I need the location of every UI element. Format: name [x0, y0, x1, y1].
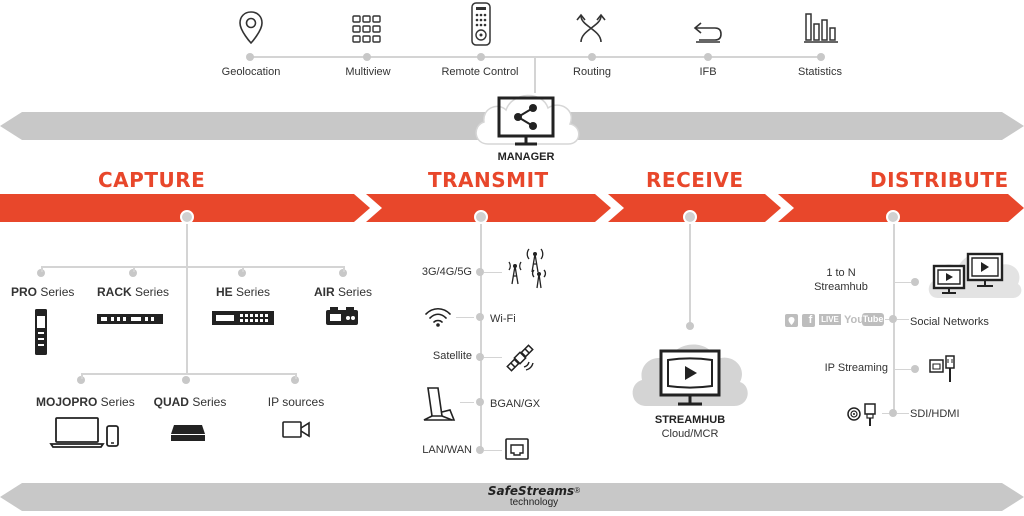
- distribute-label-1ton[interactable]: 1 to N Streamhub: [814, 267, 868, 293]
- facebook-logo: f: [808, 314, 813, 326]
- distribute-node: [911, 365, 919, 373]
- stage-capture: CAPTURE: [98, 168, 206, 192]
- capture-trunk-line: [186, 224, 188, 374]
- stage-distribute: DISTRIBUTE: [870, 168, 1009, 192]
- stage-receive: RECEIVE: [646, 168, 744, 192]
- tool-label-routing[interactable]: Routing: [573, 66, 611, 78]
- tool-node: [363, 53, 371, 61]
- tool-label-ifb[interactable]: IFB: [699, 66, 717, 78]
- capture-node-mojopro: [77, 376, 85, 384]
- statistics-bars-icon[interactable]: [804, 12, 838, 44]
- safestreams-band: [0, 483, 1024, 511]
- tool-node: [704, 53, 712, 61]
- capture-label-quad[interactable]: QUAD Series: [153, 395, 227, 409]
- safestreams-reg: ®: [574, 486, 581, 495]
- social-logos-icon[interactable]: [784, 313, 880, 329]
- capture-row2-line: [81, 373, 295, 375]
- capture-label-rack[interactable]: RACK Series: [96, 285, 170, 299]
- transmit-node: [474, 210, 488, 224]
- manager-label: MANAGER: [497, 151, 555, 163]
- capture-label-mojopro[interactable]: MOJOPRO Series: [36, 395, 135, 409]
- capture-node-ip: [291, 376, 299, 384]
- routing-arrows-icon[interactable]: [576, 12, 606, 44]
- capture-node-air: [339, 269, 347, 277]
- camera-icon[interactable]: [282, 420, 310, 440]
- rack-unit-icon[interactable]: [97, 312, 163, 324]
- multi-monitor-cloud-icon[interactable]: [924, 240, 1024, 304]
- location-pin-icon[interactable]: [237, 10, 265, 46]
- workflow-arrow-band: [0, 193, 1024, 223]
- ip-stream-connector-icon[interactable]: [928, 354, 956, 384]
- transmit-label-cellular[interactable]: 3G/4G/5G: [421, 266, 472, 278]
- distribute-node: [889, 409, 897, 417]
- safestreams-logo: SafeStreams®: [474, 484, 594, 498]
- wifi-icon[interactable]: [424, 306, 452, 328]
- capture-node-he: [238, 269, 246, 277]
- tool-node: [817, 53, 825, 61]
- tool-label-multiview[interactable]: Multiview: [345, 66, 391, 78]
- distribute-node: [886, 210, 900, 224]
- ifb-return-icon[interactable]: [693, 20, 723, 44]
- streamhub-monitor-icon[interactable]: [658, 348, 722, 410]
- capture-label-air[interactable]: AIR Series: [313, 285, 373, 299]
- sdi-hdmi-connector-icon[interactable]: [846, 402, 880, 426]
- tool-label-remote-control[interactable]: Remote Control: [441, 66, 519, 78]
- receive-node: [683, 210, 697, 224]
- receive-subtitle: Cloud/MCR: [661, 428, 719, 440]
- transmit-node: [476, 268, 484, 276]
- share-monitor-icon[interactable]: [497, 96, 555, 148]
- pro-unit-icon[interactable]: [34, 308, 48, 356]
- transmit-label-satellite[interactable]: Satellite: [432, 350, 472, 362]
- bgan-terminal-icon[interactable]: [422, 386, 456, 422]
- air-unit-icon[interactable]: [326, 307, 358, 327]
- transmit-node: [476, 446, 484, 454]
- distribute-label-ipstream[interactable]: IP Streaming: [824, 362, 888, 374]
- receive-title: STREAMHUB: [654, 414, 726, 426]
- satellite-icon[interactable]: [504, 342, 536, 374]
- distribute-node: [911, 278, 919, 286]
- quad-unit-icon[interactable]: [170, 424, 206, 442]
- distribute-label-social[interactable]: Social Networks: [910, 316, 989, 328]
- facebook-live-logo: LIVE: [819, 314, 841, 325]
- safestreams-sub: technology: [509, 497, 559, 508]
- distribute-label-sdi[interactable]: SDI/HDMI: [910, 408, 960, 420]
- tool-node: [477, 53, 485, 61]
- capture-node: [180, 210, 194, 224]
- transmit-label-wifi[interactable]: Wi-Fi: [490, 313, 516, 325]
- cellular-antenna-icon[interactable]: [503, 244, 549, 289]
- capture-node-rack: [129, 269, 137, 277]
- he-encoder-icon[interactable]: [212, 311, 274, 325]
- tool-label-statistics[interactable]: Statistics: [797, 66, 842, 78]
- transmit-label-lan[interactable]: LAN/WAN: [422, 444, 472, 456]
- receive-trunk-line: [689, 224, 691, 326]
- capture-node-quad: [182, 376, 190, 384]
- ethernet-port-icon[interactable]: [505, 438, 529, 460]
- laptop-phone-icon[interactable]: [49, 416, 122, 448]
- transmit-trunk-line: [480, 224, 482, 450]
- multiview-grid-icon[interactable]: [352, 14, 382, 44]
- capture-row1-line: [41, 266, 345, 268]
- youtube-logo-box: Tube: [862, 313, 884, 326]
- safestreams-brand: SafeStreams: [487, 484, 575, 498]
- distribute-node: [889, 315, 897, 323]
- transmit-node: [476, 353, 484, 361]
- capture-label-pro[interactable]: PRO Series: [11, 285, 75, 299]
- stage-transmit: TRANSMIT: [428, 168, 549, 192]
- manager-connector-line: [534, 57, 536, 93]
- youtube-logo-text: You: [844, 314, 864, 326]
- receive-node: [686, 322, 694, 330]
- tool-node: [246, 53, 254, 61]
- tool-node: [588, 53, 596, 61]
- capture-label-ip[interactable]: IP sources: [267, 395, 325, 409]
- remote-control-icon[interactable]: [470, 2, 492, 46]
- transmit-node: [476, 313, 484, 321]
- tool-label-geolocation[interactable]: Geolocation: [221, 66, 281, 78]
- capture-label-he[interactable]: HE Series: [215, 285, 271, 299]
- transmit-node: [476, 398, 484, 406]
- transmit-label-bgan[interactable]: BGAN/GX: [490, 398, 541, 410]
- capture-node-pro: [37, 269, 45, 277]
